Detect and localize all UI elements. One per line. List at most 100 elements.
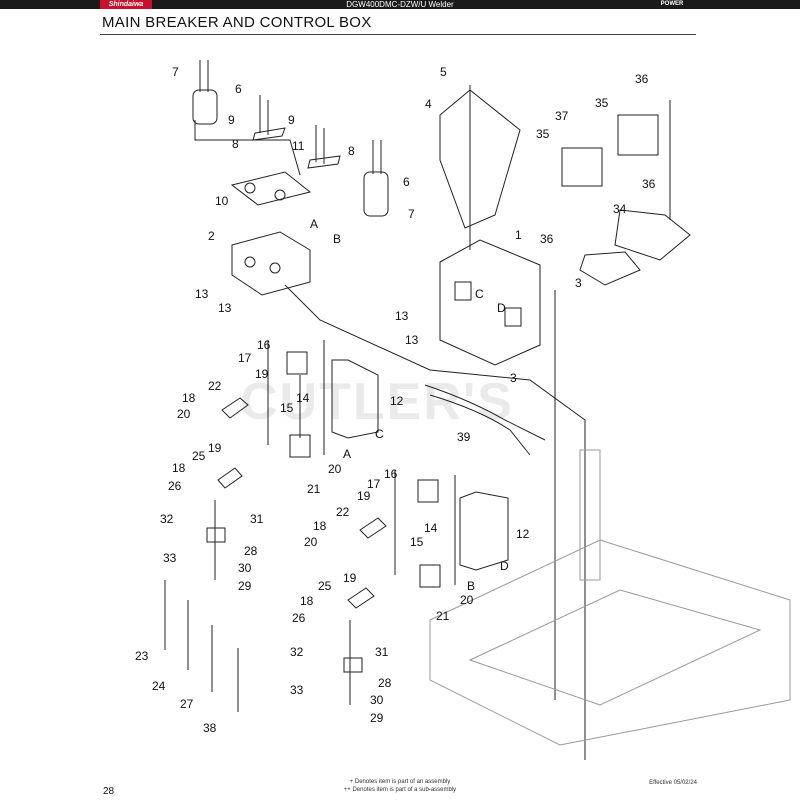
callout-label: 30 xyxy=(370,693,384,707)
callout-label: 20 xyxy=(304,535,318,549)
footnotes: + Denotes item is part of an assembly ++… xyxy=(200,778,600,794)
callout-label: 34 xyxy=(613,202,627,216)
callout-label: 15 xyxy=(280,401,294,415)
callout-label: 39 xyxy=(457,430,471,444)
callout-label: 14 xyxy=(424,521,438,535)
callout-label: 23 xyxy=(135,649,149,663)
callout-label: 22 xyxy=(208,379,222,393)
callout-label: 17 xyxy=(367,477,381,491)
callout-label: 25 xyxy=(318,579,332,593)
callout-label: C xyxy=(375,427,384,441)
callout-label: 17 xyxy=(238,351,252,365)
callout-label: 31 xyxy=(250,512,264,526)
title-divider xyxy=(100,34,696,35)
callout-label: 19 xyxy=(255,367,269,381)
callout-label: 6 xyxy=(235,82,242,96)
callout-label: C xyxy=(475,287,484,301)
callout-label: 36 xyxy=(635,72,649,86)
callout-label: 33 xyxy=(163,551,177,565)
callout-label: 13 xyxy=(395,309,409,323)
callout-label: 7 xyxy=(172,65,179,79)
capacitor-part xyxy=(363,171,389,217)
callout-label: 20 xyxy=(328,462,342,476)
callout-label: 25 xyxy=(192,449,206,463)
callout-label: B xyxy=(333,232,341,246)
callout-label: 6 xyxy=(403,175,410,189)
callout-label: 33 xyxy=(290,683,304,697)
bracket-part xyxy=(231,231,311,296)
callout-label: 4 xyxy=(425,97,432,111)
callout-label: 31 xyxy=(375,645,389,659)
callout-label: 36 xyxy=(540,232,554,246)
callout-label: 14 xyxy=(296,391,310,405)
callout-label: 18 xyxy=(182,391,196,405)
callout-label: 29 xyxy=(370,711,384,725)
callout-label: 8 xyxy=(232,137,239,151)
brand-logo: POWER xyxy=(648,0,696,9)
wire-harness xyxy=(424,384,546,441)
callout-label: 35 xyxy=(595,96,609,110)
welder-frame xyxy=(429,539,791,746)
callout-label: 30 xyxy=(238,561,252,575)
capacitor-part xyxy=(192,89,218,125)
callout-label: 13 xyxy=(195,287,209,301)
callout-label: 29 xyxy=(238,579,252,593)
effective-date: Effective 05/02/24 xyxy=(649,780,697,786)
callout-label: A xyxy=(343,447,351,461)
callout-label: 21 xyxy=(307,482,321,496)
page-number: 28 xyxy=(103,786,115,797)
callout-label: 32 xyxy=(290,645,304,659)
callout-label: A xyxy=(310,217,318,231)
callout-label: 20 xyxy=(460,593,474,607)
heatsink-part xyxy=(459,491,509,571)
callout-label: 21 xyxy=(436,609,450,623)
callout-label: 28 xyxy=(244,544,258,558)
header-bar xyxy=(0,0,800,9)
page-title: MAIN BREAKER AND CONTROL BOX xyxy=(102,14,372,31)
callout-label: 5 xyxy=(440,65,447,79)
heatsink-part xyxy=(331,359,379,439)
callout-label: 3 xyxy=(510,371,517,385)
callout-label: 12 xyxy=(516,527,530,541)
callout-label: 13 xyxy=(405,333,419,347)
breaker-block xyxy=(417,479,439,503)
callout-label: 11 xyxy=(292,139,305,153)
callout-label: 20 xyxy=(177,407,191,421)
callout-label: 2 xyxy=(208,229,215,243)
callout-label: 28 xyxy=(378,676,392,690)
callout-label: 13 xyxy=(218,301,232,315)
callout-label: 16 xyxy=(257,338,271,352)
plate-part xyxy=(614,209,691,261)
watermark: CUTLER'S xyxy=(240,373,514,431)
callout-label: 16 xyxy=(384,467,398,481)
callout-label: 19 xyxy=(357,489,371,503)
callout-label: 27 xyxy=(180,697,194,711)
breaker-block xyxy=(419,564,441,588)
footnote-subassembly: ++ Denotes item is part of a sub-assembl… xyxy=(343,787,457,793)
shindaiwa-logo: Shindaiwa xyxy=(100,0,152,9)
callout-label: 26 xyxy=(292,611,306,625)
callout-label: 9 xyxy=(228,113,235,127)
callout-label: 1 xyxy=(515,228,522,242)
breaker-block xyxy=(286,351,308,375)
callout-label: 12 xyxy=(390,394,404,408)
callout-label: 19 xyxy=(208,441,222,455)
callout-label: 37 xyxy=(555,109,569,123)
callout-label: 38 xyxy=(203,721,217,735)
callout-label: 18 xyxy=(313,519,327,533)
callout-label: 19 xyxy=(343,571,357,585)
callout-label: B xyxy=(467,579,475,593)
cover-part xyxy=(439,89,521,229)
callout-label: 36 xyxy=(642,177,656,191)
callout-label: 32 xyxy=(160,512,174,526)
mounting-plate xyxy=(230,171,312,206)
breaker-block xyxy=(289,434,311,458)
callout-label: 9 xyxy=(288,113,295,127)
callout-label: 24 xyxy=(152,679,166,693)
callout-label: 22 xyxy=(336,505,350,519)
callout-label: 10 xyxy=(215,194,229,208)
callout-label: 18 xyxy=(172,461,186,475)
callout-label: 15 xyxy=(410,535,424,549)
